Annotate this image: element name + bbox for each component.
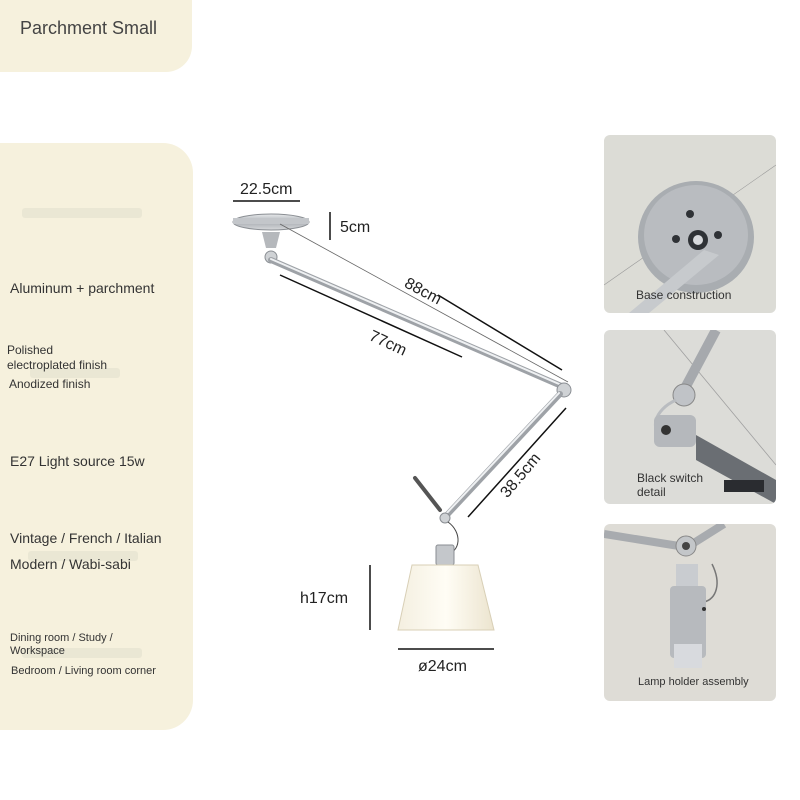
product-title: Parchment Small: [20, 18, 158, 38]
caption-switch-2: detail: [637, 485, 666, 499]
dim-88-line: [437, 294, 563, 371]
dim-shade-diameter: ø24cm: [418, 658, 467, 675]
spec-style-vintage: Vintage / French / Italian: [10, 530, 162, 546]
spec-finish-electroplated: electroplated finish: [7, 358, 108, 372]
dim-base-width: 22.5cm: [240, 181, 293, 198]
head-joint: [439, 512, 451, 524]
caption-holder: Lamp holder assembly: [638, 676, 749, 688]
dim-385-line: [467, 407, 567, 518]
faded-heading: [22, 208, 142, 218]
dim-77-line: [279, 274, 463, 358]
faded-heading: [22, 648, 142, 658]
spec-panel: Aluminum + parchment Polished electropla…: [0, 143, 193, 730]
spec-finish-polished: Polished: [7, 343, 54, 357]
tension-wire: [279, 223, 569, 383]
lamp-drawing: [232, 200, 572, 650]
caption-switch-1: Black switch: [637, 471, 704, 485]
spec-style-modern: Modern / Wabi-sabi: [10, 556, 131, 572]
dim-base-height: 5cm: [340, 219, 371, 236]
ceiling-base-rim: [233, 218, 309, 224]
upper-arm-highlight: [270, 258, 567, 388]
lamp-diagram: 22.5cm 5cm 88cm 77cm 38.5cm h17cm ø24cm: [200, 160, 600, 700]
spec-material: Aluminum + parchment: [10, 280, 155, 296]
faded-heading: [28, 551, 138, 561]
detail-photo-base: Base construction: [604, 135, 776, 313]
detail-photo-switch: Black switch detail: [604, 330, 776, 504]
spec-light-source: E27 Light source 15w: [10, 453, 145, 469]
detail-photo-holder: Lamp holder assembly: [604, 524, 776, 701]
faded-heading: [30, 368, 120, 378]
parchment-shade: [397, 564, 495, 631]
spec-room-workspace: Workspace: [10, 645, 65, 657]
lower-arm-highlight: [444, 392, 560, 516]
spec-room-bedroom: Bedroom / Living room corner: [11, 665, 156, 677]
dim-shade-height: h17cm: [300, 590, 349, 607]
lamp-handle: [413, 476, 442, 512]
lamp-holder: [435, 544, 455, 566]
title-tab: Parchment Small: [0, 0, 192, 72]
lower-arm: [443, 391, 563, 519]
base-mount: [262, 232, 280, 248]
spec-room-dining: Dining room / Study /: [10, 632, 113, 644]
caption-base: Base construction: [636, 288, 732, 302]
spec-finish-anodized: Anodized finish: [9, 377, 91, 391]
